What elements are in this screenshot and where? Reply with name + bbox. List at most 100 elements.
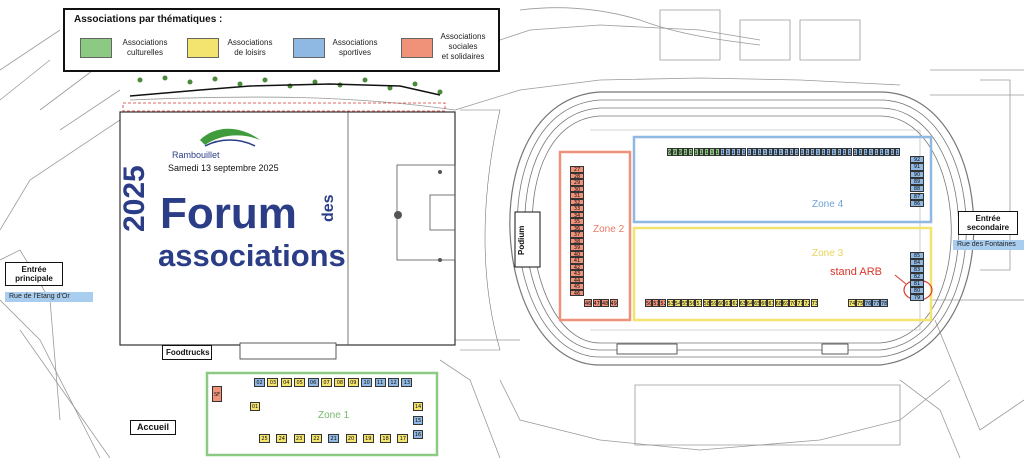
zone3-stand-64: 64 [745,299,753,307]
zone4-stand-127: 127 [826,148,832,156]
zone3-stand-50: 50 [645,299,652,307]
zone1-stand-SF: SF [212,386,222,402]
zone3-stand-77: 77 [872,299,880,307]
zone4-stand-113: 113 [751,148,758,156]
zone4-stand-108: 108 [725,148,731,156]
zone2-stand-27: 27 [570,166,584,173]
zone-2-label: Zone 2 [593,224,625,235]
zone3-stand-67: 67 [767,299,775,307]
event-date: Samedi 13 septembre 2025 [168,163,279,173]
zone2-stand-31: 31 [570,192,584,199]
zone4-stand-98: 98 [672,148,678,156]
zone1-stand-17: 17 [397,434,409,443]
zone4-stand-110: 110 [735,148,742,156]
zone1-stand-07: 07 [321,378,332,387]
zone4-stand-123: 123 [804,148,811,156]
zone1-stand-22: 22 [310,434,322,443]
stand-arb-arrow [894,274,907,285]
zone2-stand-48: 48 [601,299,609,307]
event-title-des: des [320,194,337,222]
zone4-stand-119: 119 [783,148,789,156]
zone2-stand-41: 41 [570,257,584,264]
zone3-stand-66: 66 [760,299,768,307]
zone4-stand-105: 105 [709,148,715,156]
zone4-stand-106: 106 [714,148,720,156]
zone3-stand-73: 73 [810,299,818,307]
bench-2 [821,343,849,355]
event-year: 2025 [118,165,151,232]
zone3-stand-71: 71 [796,299,804,307]
zone4-stand-99: 99 [677,148,683,156]
zone2-stand-47: 47 [592,299,601,307]
zone3-stand-51: 51 [652,299,660,307]
accueil-label: Accueil [130,420,176,435]
zone4-stand-129: 129 [836,148,842,156]
zone3-stand-80: 80 [910,287,924,294]
zone4-stand-131: 131 [847,148,853,156]
zone4-stand-97: 97 [667,148,673,156]
zone4-stand-135: 135 [868,148,874,156]
town-name: Rambouillet [172,150,220,160]
zone2-stand-45: 45 [570,283,584,290]
event-title-forum: Forum [160,189,297,238]
zone3-stand-63: 63 [738,299,746,307]
zone4-stand-89: 89 [910,177,924,186]
football-field [119,111,456,346]
zone4-stand-122: 122 [799,148,805,156]
zone1-stand-02: 02 [254,378,265,387]
zone2-stand-30: 30 [570,185,584,192]
zone3-stand-57: 57 [695,299,703,307]
legend-swatch-sociales [401,38,433,58]
zone3-stand-65: 65 [753,299,760,307]
zone1-stand-06: 06 [307,378,319,387]
zone4-stand-130: 130 [841,148,848,156]
zone1-stand-18: 18 [380,434,392,443]
zone3-stand-72: 72 [803,299,811,307]
zone1-stand-12: 12 [388,378,399,387]
rambouillet-logo [200,128,260,147]
zone2-stand-42: 42 [570,263,584,270]
zone3-stand-70: 70 [789,299,796,307]
zone4-stand-139: 139 [889,148,895,156]
podium-box [514,211,541,268]
zone4-stand-137: 137 [879,148,885,156]
legend-swatch-loisirs [187,38,219,58]
zone-4-outline [632,135,933,224]
zone4-stand-136: 136 [873,148,879,156]
zone4-stand-126: 126 [820,148,826,156]
zone1-stand-11: 11 [374,378,386,387]
zone3-stand-60: 60 [717,299,724,307]
zone4-stand-107: 107 [720,148,726,156]
zone2-stand-36: 36 [570,224,584,231]
zone1-stand-08: 08 [334,378,346,387]
zone1-stand-05: 05 [294,378,306,387]
zone4-stand-125: 125 [815,148,821,156]
zone4-stand-88: 88 [910,185,924,193]
zone1-stand-20: 20 [345,434,357,443]
zone2-stand-49: 49 [609,299,618,307]
zone2-stand-35: 35 [570,218,584,225]
athletics-track [460,91,975,366]
zone4-stand-138: 138 [884,148,890,156]
zone3-stand-68: 68 [774,299,782,307]
zone3-stand-62: 62 [731,299,739,307]
zone-2-outline [558,150,632,322]
zone4-stand-104: 104 [704,148,710,156]
zone3-stand-84: 84 [910,259,924,266]
zone2-stand-40: 40 [570,250,584,257]
zone4-stand-124: 124 [810,148,816,156]
legend: Associations par thématiques : Associati… [63,8,500,72]
zone4-stand-111: 111 [741,148,747,156]
zone3-stand-78: 78 [880,299,888,307]
zone4-stand-112: 112 [746,148,752,156]
zone1-stand-21: 21 [328,434,340,443]
zone4-stand-128: 128 [831,148,837,156]
zone1-stand-15: 15 [413,416,423,425]
zone4-stand-87: 87 [910,192,924,200]
zone1-stand-10: 10 [361,378,373,387]
zone2-stand-29: 29 [570,179,584,186]
zone3-stand-74: 74 [848,299,856,307]
